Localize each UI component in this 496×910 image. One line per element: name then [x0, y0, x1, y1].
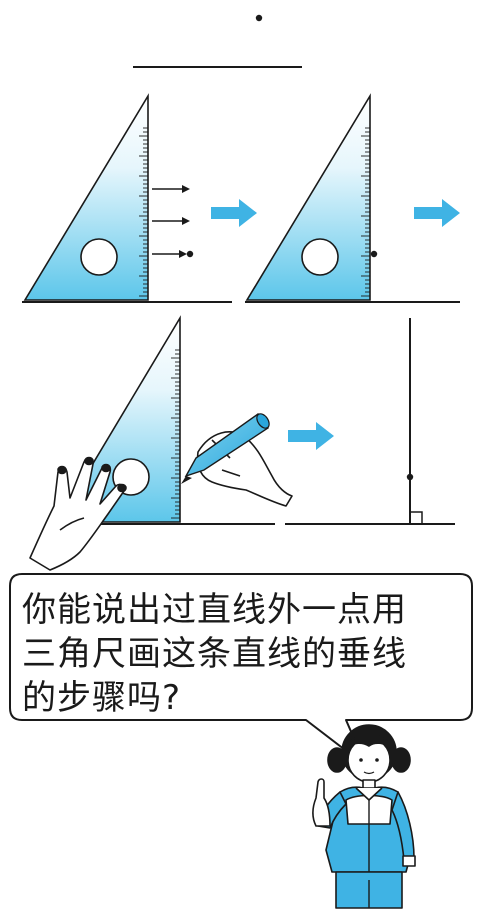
step-1-triangle-hole	[80, 238, 118, 276]
step-4-perpendicular-result	[285, 318, 455, 525]
step-2-ruler-ticks	[361, 127, 370, 297]
left-hand	[29, 456, 127, 571]
thick-right-arrow-icon	[211, 199, 257, 227]
step-1-slide-arrows	[152, 185, 190, 258]
step-2-point	[370, 250, 378, 258]
step-4-point	[406, 473, 414, 481]
girl-character	[312, 724, 416, 909]
speech-bubble-text: 你能说出过直线外一点用 三角尺画这条直线的垂线 的步骤吗?	[22, 588, 462, 720]
thick-right-arrow-icon	[414, 199, 460, 227]
given-point-and-line	[133, 14, 302, 68]
step-1-point	[186, 250, 194, 258]
step-3-drawing	[29, 315, 293, 571]
thick-right-arrow-icon	[288, 422, 334, 450]
step-2-set-square	[245, 93, 460, 303]
step-1-triangle	[23, 93, 149, 301]
step-3-ruler-ticks	[171, 349, 180, 519]
step-2-triangle-hole	[301, 238, 339, 276]
step-2-triangle	[245, 93, 371, 301]
speech-line-3: 的步骤吗?	[22, 678, 182, 718]
speech-line-1: 你能说出过直线外一点用	[22, 590, 407, 630]
speech-line-2: 三角尺画这条直线的垂线	[22, 634, 407, 674]
given-point	[255, 14, 263, 22]
step-1-ruler-ticks	[139, 127, 148, 297]
right-angle-mark	[410, 511, 423, 524]
step-1-set-square	[22, 93, 232, 303]
pencil-icon	[181, 413, 270, 484]
